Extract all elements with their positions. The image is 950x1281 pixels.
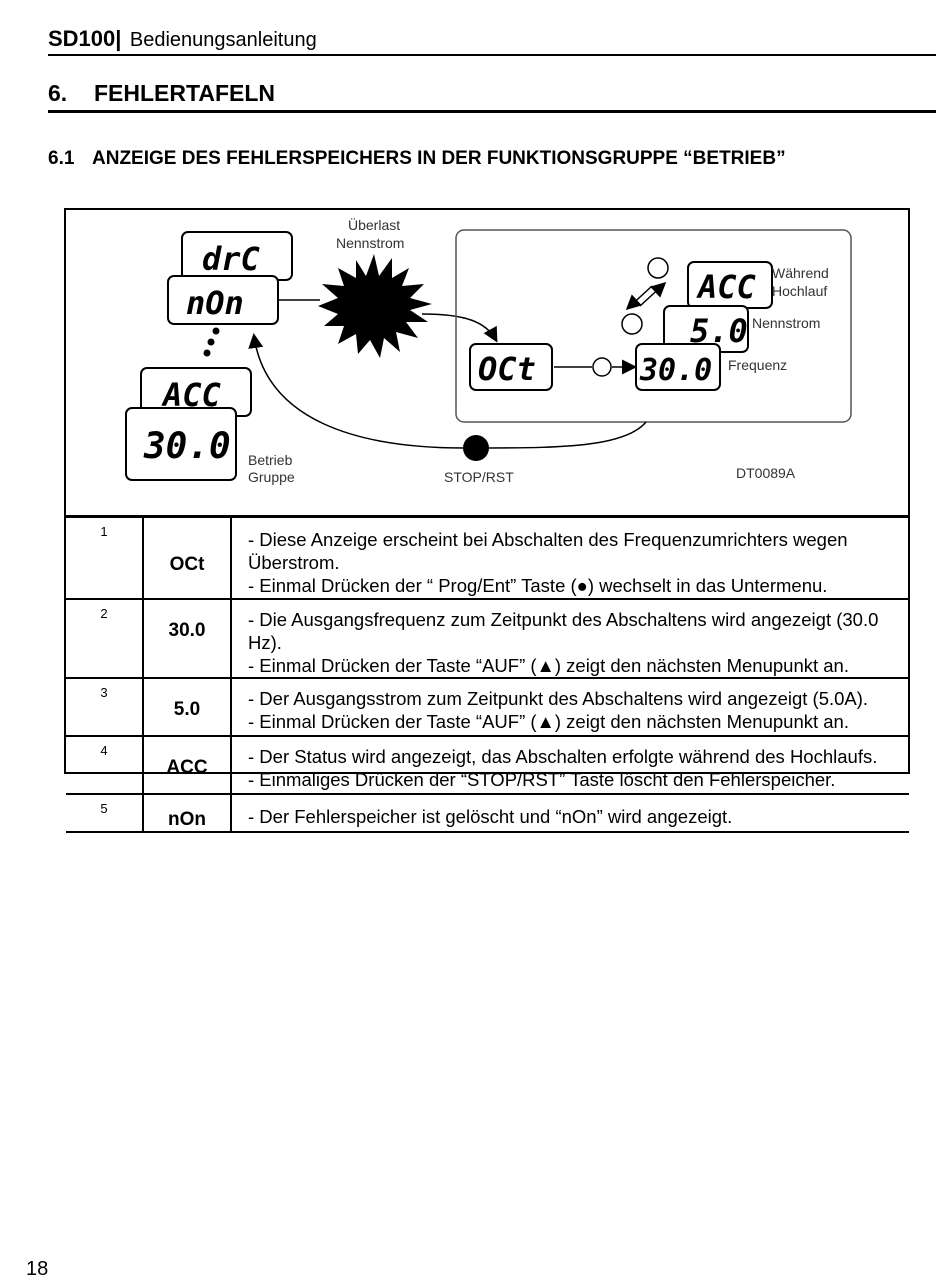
chapter-heading: 6. FEHLERTAFELN <box>48 80 936 113</box>
arrow-up <box>639 281 667 307</box>
table-row: 1 OCt - Diese Anzeige erscheint bei Absc… <box>66 515 909 600</box>
display-freq-memory-text: 30.0 <box>639 353 712 388</box>
row-number: 3 <box>66 677 144 737</box>
row-desc-line: - Die Ausgangsfrequenz zum Zeitpunkt des… <box>248 609 879 653</box>
display-freq-memory <box>635 343 721 391</box>
display-freq-left-text: 30.0 <box>143 426 231 467</box>
display-drc-text: drC <box>202 240 261 278</box>
row-code: nOn <box>168 809 206 830</box>
dot <box>203 349 211 357</box>
page-number: 18 <box>26 1258 49 1280</box>
return-arrow <box>248 333 465 449</box>
diagram-svg: drC nOn ACC 30.0 Betrieb Gruppe Überlast… <box>125 216 852 485</box>
keypad-icon <box>592 357 612 377</box>
row-number: 2 <box>66 598 144 679</box>
row-number: 4 <box>66 735 144 795</box>
arrow-to-fault <box>421 313 498 343</box>
row-code: OCt <box>169 554 205 575</box>
display-non-text: nOn <box>186 284 244 322</box>
display-freq-left <box>125 407 237 481</box>
fault-table: 1 OCt - Diese Anzeige erscheint bei Absc… <box>66 515 909 833</box>
page-header: SD100| Bedienungsanleitung <box>48 26 936 56</box>
fault-memory-figure: drC nOn ACC 30.0 Betrieb Gruppe Überlast… <box>64 208 912 833</box>
manual-title: Bedienungsanleitung <box>129 29 317 51</box>
dot <box>207 338 215 346</box>
display-acc-memory-text: ACC <box>696 268 757 306</box>
row-desc-line: - Der Fehlerspeicher ist gelöscht und “n… <box>248 806 733 827</box>
group-label-line2: Gruppe <box>248 469 295 485</box>
group-label-line1: Betrieb <box>248 452 293 468</box>
label-waehrend: Während <box>772 265 829 281</box>
row-number: 5 <box>66 793 144 833</box>
overload-burst-icon <box>318 254 432 358</box>
section-heading: 6.1 ANZEIGE DES FEHLERSPEICHERS IN DER FU… <box>48 148 786 170</box>
row-desc-line: - Der Ausgangsstrom zum Zeitpunkt des Ab… <box>248 688 869 709</box>
display-oct-text: OCt <box>478 350 536 388</box>
row-desc-line: - Einmal Drücken der “ Prog/Ent” Taste (… <box>248 575 828 596</box>
row-desc-line: - Der Status wird angezeigt, das Abschal… <box>248 746 878 767</box>
model-name: SD100| <box>48 26 122 51</box>
overload-label-line1: Überlast <box>348 216 400 233</box>
fault-memory-diagram: drC nOn ACC 30.0 Betrieb Gruppe Überlast… <box>66 210 912 517</box>
row-desc-line: - Einmal Drücken der Taste “AUF” (▲) zei… <box>248 655 849 676</box>
keypad-icon <box>647 257 669 279</box>
stop-rst-label: STOP/RST <box>444 469 514 485</box>
label-nennstrom: Nennstrom <box>752 315 820 331</box>
table-row: 2 30.0 - Die Ausgangsfrequenz zum Zeitpu… <box>66 598 909 679</box>
row-desc-line: - Einmal Drücken der Taste “AUF” (▲) zei… <box>248 711 849 732</box>
keypad-icon <box>621 313 643 335</box>
chapter-title: FEHLERTAFELN <box>94 80 276 106</box>
stop-rst-key-icon <box>463 435 489 461</box>
table-row: 5 nOn - Der Fehlerspeicher ist gelöscht … <box>66 793 909 833</box>
row-number: 1 <box>66 515 144 600</box>
row-desc-line: - Einmaliges Drücken der “STOP/RST” Tast… <box>248 769 836 790</box>
row-code: ACC <box>166 757 208 778</box>
row-desc-line: - Diese Anzeige erscheint bei Abschalten… <box>248 529 848 573</box>
arrow-down <box>625 285 653 311</box>
label-hochlauf: Hochlauf <box>772 283 827 299</box>
row-code: 30.0 <box>168 620 206 641</box>
section-number: 6.1 <box>48 148 75 169</box>
chapter-number: 6. <box>48 80 68 106</box>
table-row: 3 5.0 - Der Ausgangsstrom zum Zeitpunkt … <box>66 677 909 737</box>
display-oct <box>469 343 553 391</box>
overload-label-line2: Nennstrom <box>336 235 404 251</box>
return-line <box>487 421 647 449</box>
label-frequenz: Frequenz <box>728 357 787 373</box>
table-row: 4 ACC - Der Status wird angezeigt, das A… <box>66 735 909 795</box>
dot <box>212 327 220 335</box>
row-code: 5.0 <box>173 699 201 720</box>
figure-code: DT0089A <box>736 465 796 481</box>
section-title: ANZEIGE DES FEHLERSPEICHERS IN DER FUNKT… <box>92 148 786 169</box>
memory-group-box <box>455 229 852 423</box>
